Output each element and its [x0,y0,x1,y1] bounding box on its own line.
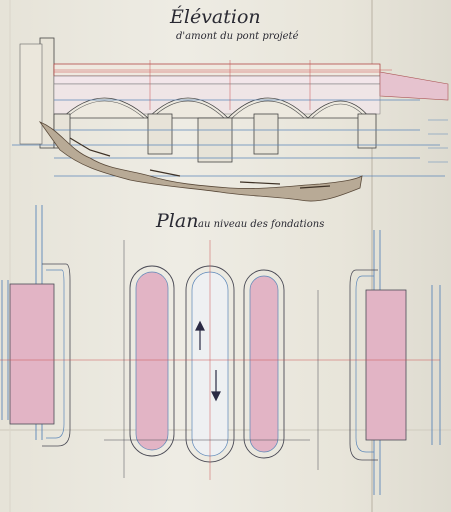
elevation-subtitle: d'amont du pont projeté [176,31,299,42]
arches [60,97,371,119]
plan-title: Plan [156,210,199,232]
pier-plan-1 [129,265,175,457]
piers [53,113,377,163]
pier-plan-3 [243,269,285,459]
plan-subtitle: au niveau des fondations [198,219,325,230]
riverbed-rock [38,121,363,202]
elevation-title: Élévation [170,6,261,28]
right-abutment-plan [365,289,407,441]
left-abutment-plan [9,283,55,425]
flow-arrows [195,320,221,402]
